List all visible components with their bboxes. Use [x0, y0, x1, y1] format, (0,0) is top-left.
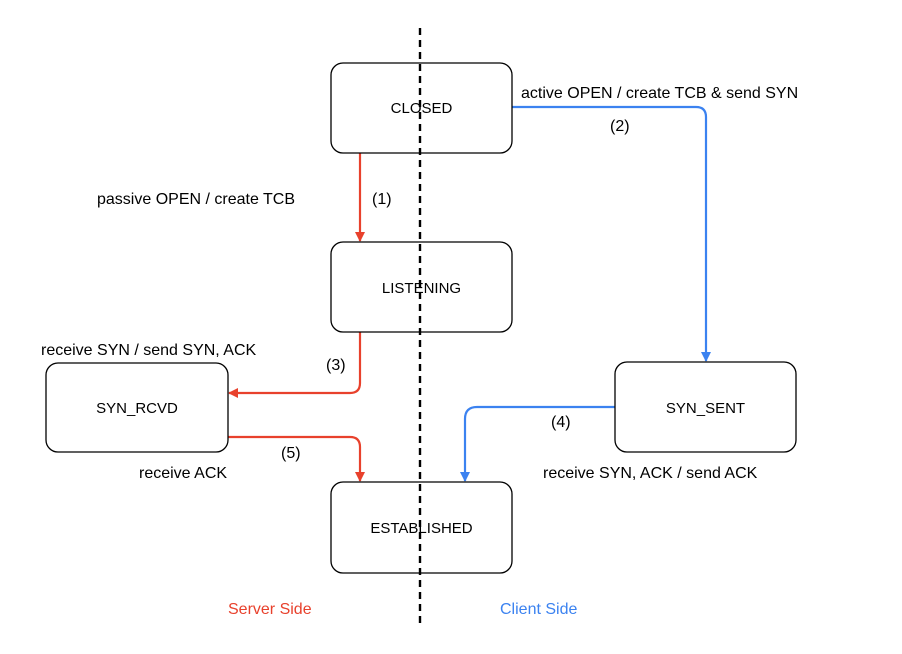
edge-syn-sent-to-established [460, 405, 615, 482]
transition-3-number: (3) [326, 357, 346, 374]
edge-listening-to-syn-rcvd [228, 332, 362, 398]
transition-3-label: receive SYN / send SYN, ACK [41, 342, 257, 359]
state-syn-sent-label: SYN_SENT [666, 400, 745, 417]
state-closed: CLOSED [330, 62, 513, 154]
state-listening: LISTENING [330, 241, 513, 333]
state-syn-sent: SYN_SENT [614, 361, 797, 453]
state-established-label: ESTABLISHED [370, 520, 472, 537]
server-side-label: Server Side [228, 601, 312, 618]
edge-syn-rcvd-to-established [228, 435, 365, 482]
transition-5-number: (5) [281, 445, 301, 462]
transition-4-label: receive SYN, ACK / send ACK [543, 465, 758, 482]
transition-1-number: (1) [372, 191, 392, 208]
edge-closed-to-syn-sent [512, 105, 711, 362]
state-syn-rcvd: SYN_RCVD [45, 362, 229, 453]
state-established: ESTABLISHED [330, 481, 513, 574]
state-closed-label: CLOSED [391, 100, 453, 117]
transition-4-number: (4) [551, 414, 571, 431]
transition-2-number: (2) [610, 118, 630, 135]
transition-2-label: active OPEN / create TCB & send SYN [521, 85, 798, 102]
state-syn-rcvd-label: SYN_RCVD [96, 400, 178, 417]
state-listening-label: LISTENING [382, 280, 461, 297]
transition-1-label: passive OPEN / create TCB [97, 191, 295, 208]
transition-5-label: receive ACK [139, 465, 227, 482]
client-side-label: Client Side [500, 601, 577, 618]
